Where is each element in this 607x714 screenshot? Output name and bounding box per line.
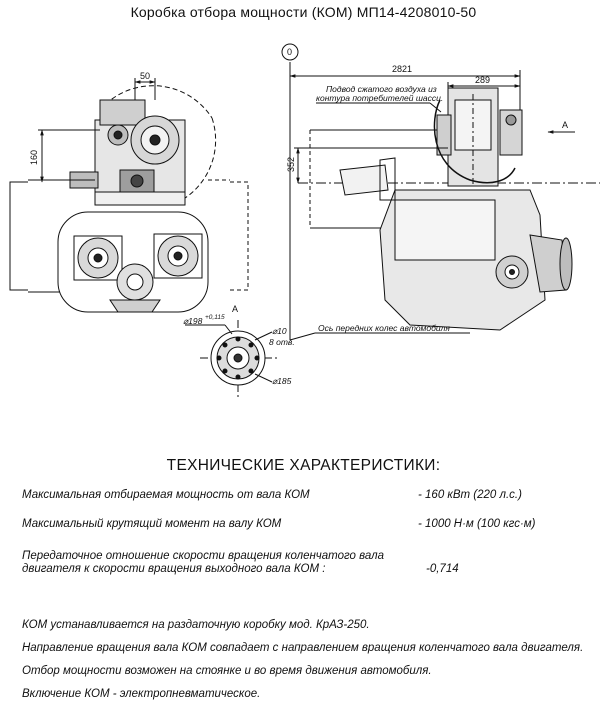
specs-heading: ТЕХНИЧЕСКИЕ ХАРАКТЕРИСТИКИ: (166, 457, 441, 474)
dia-198: ⌀198 (183, 316, 203, 326)
spec-label-ratio-line2: двигателя к скорости вращения выходного … (22, 563, 326, 575)
installation-view (289, 62, 600, 341)
air-callout-line1: Подвод сжатого воздуха из (326, 84, 437, 94)
note-power-takeoff: Отбор мощности возможен на стоянке и во … (22, 665, 432, 677)
flange-view-a (185, 320, 278, 398)
dia-198-tolerance: +0,115 (205, 314, 225, 321)
spec-row-ratio: Передаточное отношение скорости вращения… (22, 550, 602, 580)
circle-mark-text: 0 (287, 47, 292, 57)
dim-160: 160 (29, 150, 39, 165)
spec-value-power: - 160 кВт (220 л.с.) (418, 489, 522, 501)
front-axle-axis-label: Ось передних колес автомобиля (318, 323, 450, 333)
note-rotation: Направление вращения вала КОМ совпадает … (22, 642, 584, 654)
note-installation: КОМ устанавливается на раздаточную короб… (22, 619, 370, 631)
view-a-label: A (232, 304, 238, 314)
dim-2821: 2821 (392, 64, 412, 74)
dia-185: ⌀185 (272, 376, 292, 386)
document-title: Коробка отбора мощности (КОМ) МП14-42080… (130, 4, 477, 20)
spec-label-torque: Максимальный крутящий момент на валу КОМ (22, 518, 282, 530)
dim-352: 352 (286, 157, 296, 172)
view-a-arrow-label: A (562, 120, 568, 130)
dim-50: 50 (140, 71, 150, 81)
spec-value-torque: - 1000 Н·м (100 кгс·м) (418, 518, 536, 530)
spec-label-power: Максимальная отбираемая мощность от вала… (22, 489, 310, 501)
pto-side-view (9, 78, 249, 313)
note-engagement: Включение КОМ - электропневматическое. (22, 688, 261, 700)
spec-label-ratio-line1: Передаточное отношение скорости вращения… (22, 550, 385, 562)
holes-8: 8 отв. (269, 337, 295, 347)
dim-289: 289 (475, 75, 490, 85)
air-callout-line2: контура потребителей шасси. (316, 93, 443, 103)
position-circle-mark (281, 43, 299, 61)
spec-value-ratio: -0,714 (426, 563, 459, 575)
dia-10: ⌀10 (272, 326, 287, 336)
technical-drawing: 50 160 A ⌀198 +0,115 ⌀10 8 отв. ⌀185 (9, 43, 600, 398)
